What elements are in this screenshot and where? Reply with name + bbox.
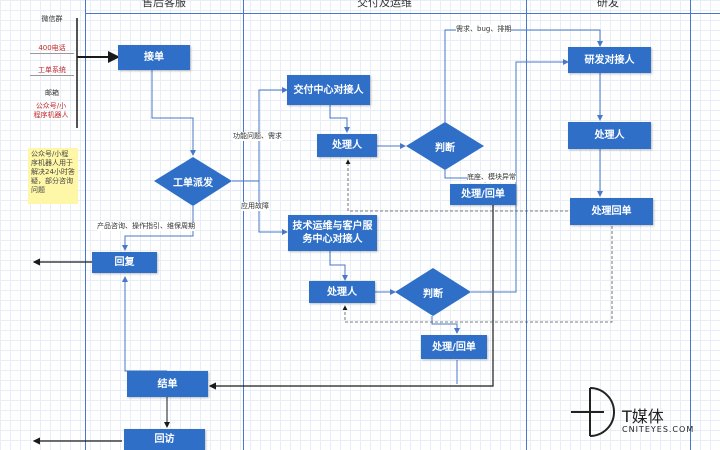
node-accept[interactable]: 接单 (118, 45, 190, 70)
edge-dispatch-tech (258, 181, 288, 235)
edge-label-product-consult: 产品咨询、操作指引、维保周期 (97, 222, 195, 231)
judge2-diamond (395, 268, 471, 316)
edge-label-func-issue: 功能问题、需求 (233, 132, 282, 141)
lane-divider (243, 0, 244, 450)
node-delivery-contact[interactable]: 交付中心对接人 (287, 75, 370, 105)
node-revisit[interactable]: 回访 (124, 429, 205, 450)
node-rnd-handler[interactable]: 处理人 (568, 122, 651, 149)
lane-divider (690, 0, 691, 450)
source-hotline: 400电话 (30, 44, 74, 54)
edge-rndreply-handler1 (345, 159, 568, 212)
edge-label-app-fault: 应用故障 (241, 202, 269, 211)
lane-divider (526, 0, 527, 450)
edge-accept-dispatch (151, 70, 196, 156)
edge-dispatch-reply (122, 206, 194, 251)
logo-mark (589, 387, 615, 437)
node-rnd-contact[interactable]: 研发对接人 (568, 47, 651, 73)
source-bot: 公众号/小程序机器人 (33, 102, 69, 119)
source-ticket-system: 工单系统 (30, 66, 74, 76)
node-judge2[interactable]: 判断 (423, 288, 443, 300)
lane-title-rnd: 研发 (597, 0, 619, 9)
lane-title-after-sales: 售后客服 (142, 0, 186, 9)
edge-label-demand-bug: 需求、bug、排期 (456, 25, 512, 34)
lane-divider (85, 0, 86, 450)
logo-domain: CNITEYES.COM (622, 425, 695, 434)
judge1-diamond (406, 122, 484, 170)
lane-header-line (85, 13, 720, 14)
source-email: 邮箱 (45, 89, 59, 97)
edge-tech-handler2 (329, 251, 348, 281)
node-tech-contact[interactable]: 技术运维与客户服务中心对接人 (288, 215, 377, 251)
edge-contact-handler1 (329, 105, 350, 133)
logo-name: T媒体 (622, 407, 664, 426)
edge-judge2-rnd (471, 59, 569, 293)
dispatch-diamond (154, 157, 232, 206)
sticky-note: 公众号/小程序机器人用于解决24小时答疑，部分咨询问题 (28, 148, 78, 204)
node-handle-reply1[interactable]: 处理/回单 (450, 184, 516, 205)
node-judge1[interactable]: 判断 (435, 142, 455, 154)
edge-label-infra-alert: 底座、模块异常 (467, 173, 516, 182)
node-handler2[interactable]: 处理人 (309, 281, 375, 303)
edge-judge1-rnd (444, 29, 603, 122)
edge-close-reply (122, 276, 167, 372)
edge-handle1-close (208, 205, 494, 390)
node-close[interactable]: 结单 (127, 371, 208, 397)
node-rnd-reply[interactable]: 处理回单 (570, 198, 653, 225)
logo-mark-cross (571, 388, 604, 436)
lane-title-delivery-ops: 交付及运维 (357, 0, 412, 9)
node-handle-reply2[interactable]: 处理/回单 (421, 335, 487, 359)
node-handler1[interactable]: 处理人 (317, 134, 377, 157)
node-dispatch[interactable]: 工单派发 (173, 177, 213, 189)
edge-rndreply-handler2 (342, 226, 613, 323)
edge-judge2-handle (431, 316, 460, 334)
source-wechat-group: 微信群 (41, 15, 63, 23)
node-reply[interactable]: 回复 (92, 252, 157, 273)
